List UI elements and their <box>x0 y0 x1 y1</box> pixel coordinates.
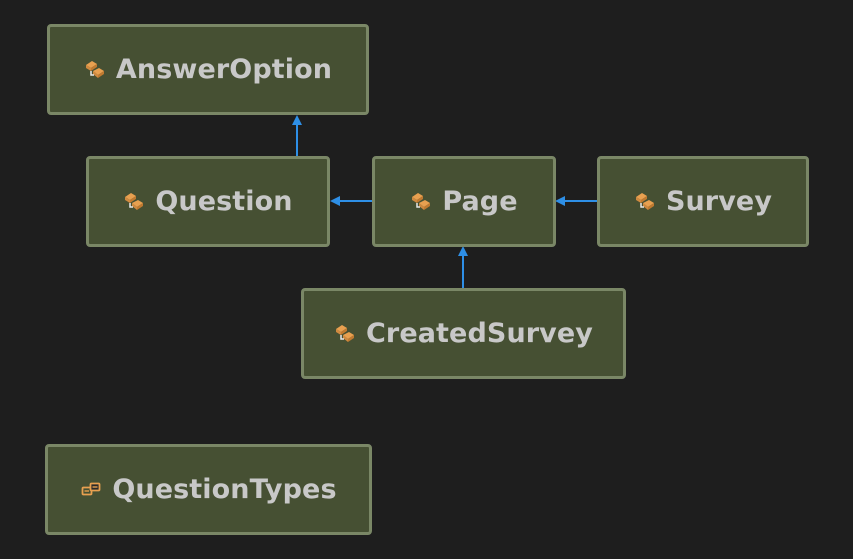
class-icon <box>84 59 106 81</box>
node-label: Page <box>442 186 518 217</box>
node-survey[interactable]: Survey <box>597 156 809 247</box>
enum-icon <box>80 479 102 501</box>
class-icon <box>410 191 432 213</box>
class-icon <box>634 191 656 213</box>
node-page[interactable]: Page <box>372 156 556 247</box>
node-created-survey[interactable]: CreatedSurvey <box>301 288 626 379</box>
node-question[interactable]: Question <box>86 156 330 247</box>
node-label: Question <box>155 186 293 217</box>
node-answer-option[interactable]: AnswerOption <box>47 24 369 115</box>
class-icon <box>123 191 145 213</box>
node-label: QuestionTypes <box>112 474 337 505</box>
class-icon <box>334 323 356 345</box>
node-question-types[interactable]: QuestionTypes <box>45 444 372 535</box>
node-label: CreatedSurvey <box>365 318 593 349</box>
node-label: Survey <box>665 186 773 217</box>
node-label: AnswerOption <box>115 54 333 85</box>
